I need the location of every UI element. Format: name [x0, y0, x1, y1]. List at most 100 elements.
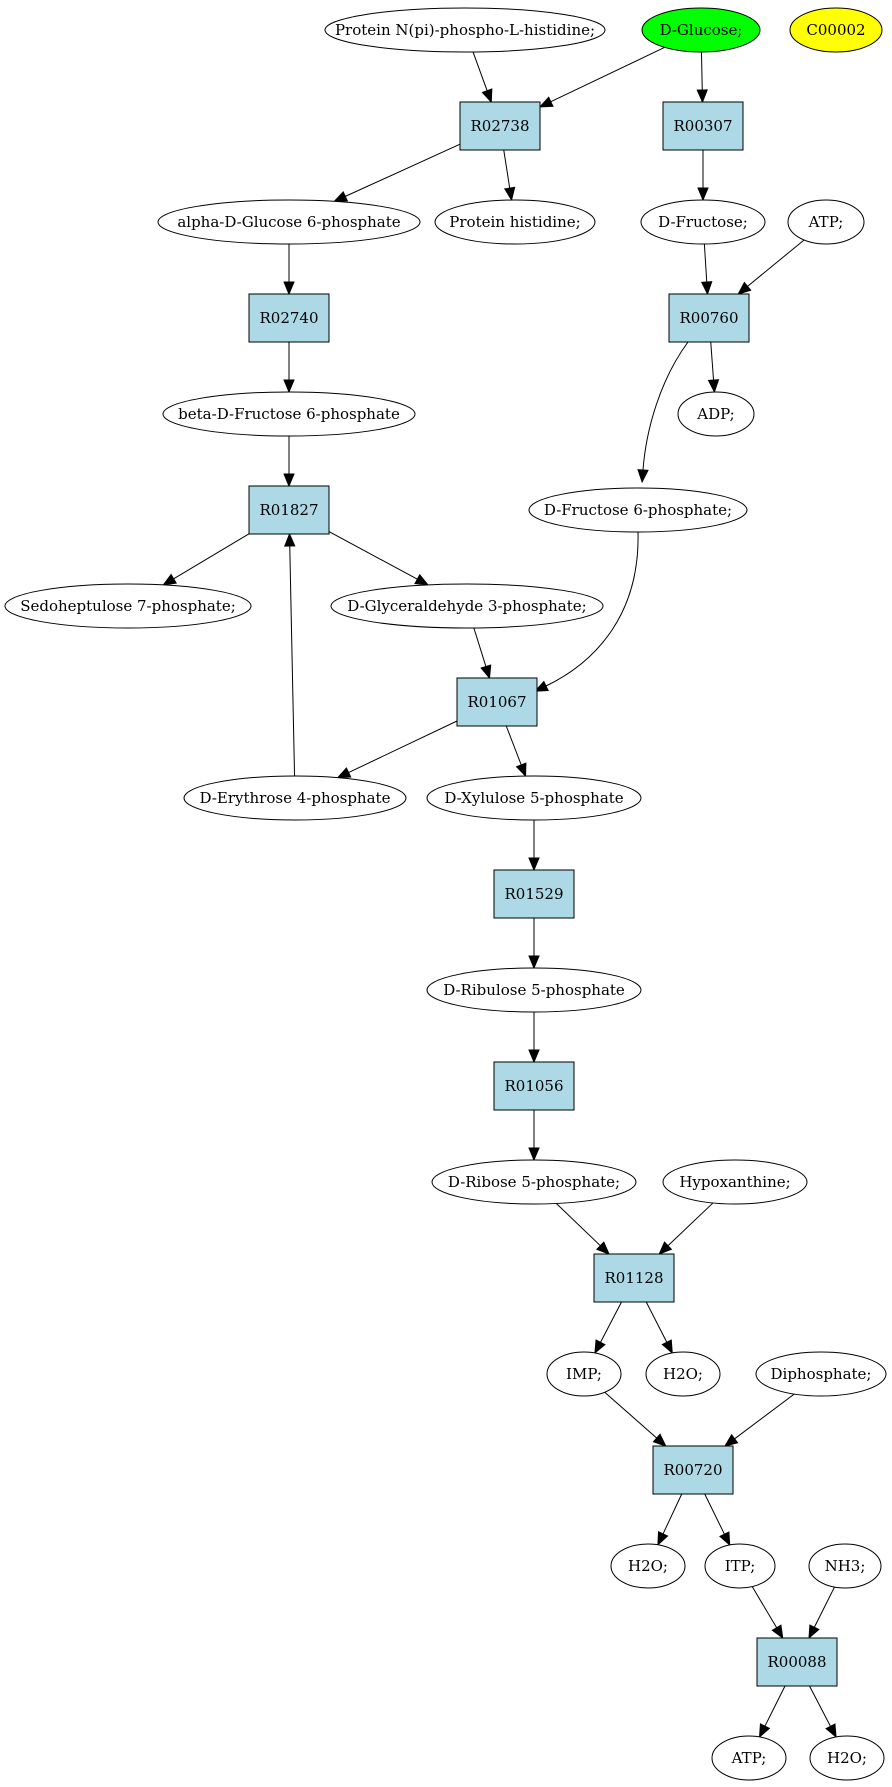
compound-node-d-glucose: D-Glucose; [641, 7, 761, 53]
compound-node-h2o-1: H2O; [645, 1351, 721, 1397]
edge-d_glucose-to-r02738 [538, 46, 665, 108]
node-label: D-Fructose; [658, 213, 748, 231]
edge-r01827-to-gap [328, 531, 430, 586]
reaction-node-r01827: R01827 [248, 485, 330, 535]
compound-node-protein-his: Protein histidine; [434, 199, 596, 245]
edge-r00088-to-h2o_3 [809, 1685, 837, 1739]
reaction-node-r00307: R00307 [662, 101, 744, 151]
node-shape [493, 869, 575, 919]
node-shape [641, 7, 761, 53]
compound-node-adp: ADP; [677, 391, 755, 437]
node-shape [4, 583, 252, 629]
compound-node-itp: ITP; [704, 1543, 776, 1589]
reaction-node-r00720: R00720 [652, 1445, 734, 1495]
node-label: ATP; [731, 1749, 767, 1767]
node-shape [789, 7, 883, 53]
edge-beta_fru6p-to-r01827 [283, 436, 295, 488]
edge-r00088-to-atp_2 [758, 1685, 786, 1739]
edge-imp-to-r00720 [604, 1391, 667, 1447]
edge-r02738-to-protein_his [503, 149, 516, 202]
compound-node-h2o-2: H2O; [610, 1543, 686, 1589]
node-label: ITP; [725, 1557, 756, 1575]
compound-node-imp: IMP; [546, 1351, 622, 1397]
edge-nh3-to-r00088 [808, 1586, 835, 1640]
node-shape [493, 1061, 575, 1111]
node-shape [426, 775, 642, 821]
edge-r01067-to-xu5p [505, 725, 527, 778]
node-shape [787, 199, 865, 245]
node-shape [183, 775, 407, 821]
edge-ru5p-to-r01056 [528, 1012, 540, 1064]
edge-d_glucose-to-r00307 [696, 51, 708, 104]
node-label: Protein histidine; [449, 213, 580, 231]
edge-r5p-to-r01128 [556, 1203, 610, 1255]
node-label: R00088 [767, 1653, 826, 1671]
node-shape [248, 293, 330, 343]
edges-layer [162, 46, 837, 1739]
compound-node-atp-1: ATP; [787, 199, 865, 245]
node-shape [640, 199, 766, 245]
reaction-node-r01056: R01056 [493, 1061, 575, 1111]
edge-atp_1-to-r00760 [737, 239, 805, 295]
node-label: D-Xylulose 5-phosphate [444, 789, 623, 807]
compound-node-ru5p: D-Ribulose 5-phosphate [426, 967, 642, 1013]
edge-r01056-to-r5p [528, 1110, 540, 1162]
node-label: D-Ribulose 5-phosphate [443, 981, 625, 999]
node-label: R01056 [504, 1077, 563, 1095]
reaction-node-r02740: R02740 [248, 293, 330, 343]
node-label: R00307 [673, 117, 732, 135]
edge-e4p-to-r01827 [284, 532, 296, 777]
reaction-node-r02738: R02738 [459, 101, 541, 151]
node-label: IMP; [566, 1365, 602, 1383]
edge-r00760-to-adp [707, 341, 720, 394]
node-shape [756, 1637, 838, 1687]
node-shape [645, 1351, 721, 1397]
node-shape [652, 1445, 734, 1495]
node-label: Hypoxanthine; [679, 1173, 790, 1191]
node-label: R01827 [259, 501, 318, 519]
compound-node-diphosphate: Diphosphate; [755, 1351, 887, 1397]
node-shape [593, 1253, 675, 1303]
node-shape [546, 1351, 622, 1397]
node-label: H2O; [663, 1365, 703, 1383]
compound-node-gap: D-Glyceraldehyde 3-phosphate; [330, 583, 604, 629]
edge-gap-to-r01067 [473, 627, 492, 680]
node-shape [248, 485, 330, 535]
node-label: H2O; [628, 1557, 668, 1575]
node-shape [157, 199, 421, 245]
node-shape [431, 1159, 637, 1205]
node-shape [711, 1735, 787, 1781]
node-label: R00720 [663, 1461, 722, 1479]
edge-r01067-to-e4p [336, 720, 458, 779]
node-label: beta-D-Fructose 6-phosphate [178, 405, 400, 423]
compound-node-sedo7p: Sedoheptulose 7-phosphate; [4, 583, 252, 629]
node-shape [162, 391, 416, 437]
compound-node-hypoxanthine: Hypoxanthine; [662, 1159, 808, 1205]
compound-node-beta-fru6p: beta-D-Fructose 6-phosphate [162, 391, 416, 437]
node-shape [434, 199, 596, 245]
edge-r01128-to-imp [594, 1301, 622, 1355]
node-label: ATP; [808, 213, 844, 231]
edge-protein_n_pi-to-r02738 [472, 51, 493, 104]
node-shape [528, 487, 748, 533]
node-shape [456, 677, 538, 727]
compound-node-h2o-3: H2O; [809, 1735, 885, 1781]
compound-node-protein-n-pi: Protein N(pi)-phospho-L-histidine; [324, 7, 606, 53]
node-shape [662, 101, 744, 151]
edge-d_fru6p-to-r01067 [534, 531, 639, 692]
edge-xu5p-to-r01529 [528, 820, 540, 872]
node-shape [459, 101, 541, 151]
node-shape [809, 1735, 885, 1781]
node-label: ADP; [696, 405, 734, 423]
node-label: D-Glucose; [660, 21, 743, 39]
edge-r00720-to-itp [704, 1493, 731, 1547]
node-label: alpha-D-Glucose 6-phosphate [177, 213, 400, 231]
node-label: R01529 [504, 885, 563, 903]
node-label: Protein N(pi)-phospho-L-histidine; [335, 21, 595, 39]
node-label: Sedoheptulose 7-phosphate; [20, 597, 236, 615]
node-shape [610, 1543, 686, 1589]
node-shape [808, 1543, 882, 1589]
edge-r02740-to-beta_fru6p [283, 342, 295, 394]
nodes-layer: Protein N(pi)-phospho-L-histidine; D-Gluc… [4, 7, 887, 1781]
edge-r01827-to-sedo7p [162, 533, 250, 586]
